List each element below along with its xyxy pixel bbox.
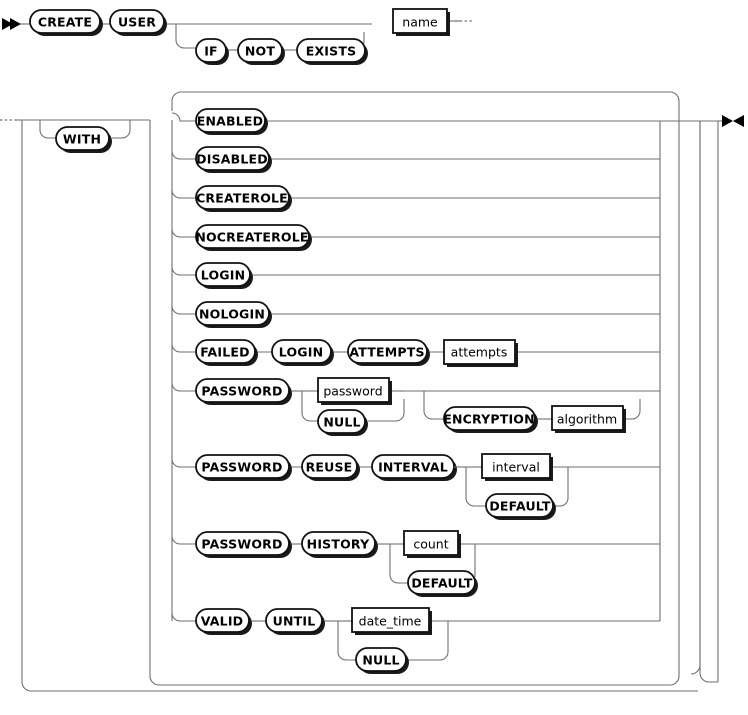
nonterminal-label: name	[402, 15, 438, 30]
terminal-label: DEFAULT	[489, 499, 551, 514]
nonterminal-label: password	[323, 384, 382, 399]
nonterminal-date-time[interactable]: date_time	[351, 607, 432, 635]
option-label: NOCREATEROLE	[195, 230, 308, 245]
terminal-label: ENCRYPTION	[443, 412, 535, 427]
nonterminal-attempts[interactable]: attempts	[443, 339, 518, 367]
terminal-label: NOT	[245, 44, 275, 59]
nonterminal-count[interactable]: count	[403, 530, 461, 558]
terminal-label: LOGIN	[279, 345, 324, 360]
nonterminal-label: interval	[492, 460, 540, 475]
terminal-valid[interactable]: VALID	[195, 608, 252, 635]
options-group-rails	[149, 91, 718, 686]
nonterminal-label: date_time	[359, 614, 422, 629]
terminal-label: VALID	[201, 614, 244, 629]
terminal-until[interactable]: UNTIL	[265, 608, 325, 635]
terminal-with[interactable]: WITH	[55, 126, 112, 153]
terminal-label: INTERVAL	[378, 460, 448, 475]
terminal-password-reuse[interactable]: PASSWORD	[195, 454, 292, 481]
return-rails	[690, 121, 719, 682]
terminal-if[interactable]: IF	[195, 38, 229, 65]
terminal-encryption[interactable]: ENCRYPTION	[443, 406, 538, 433]
option-row-enabled[interactable]: ENABLED	[171, 108, 660, 135]
option-row-password[interactable]: PASSWORD password NULL ENCRYPTION	[171, 377, 660, 436]
nonterminal-algorithm[interactable]: algorithm	[551, 405, 626, 433]
terminal-user[interactable]: USER	[109, 9, 167, 36]
terminal-history[interactable]: HISTORY	[301, 531, 378, 558]
option-row-failed-login-attempts[interactable]: FAILED LOGIN ATTEMPTS attempts	[171, 339, 660, 367]
nonterminal-label: count	[413, 537, 448, 552]
nonterminal-label: algorithm	[557, 412, 617, 427]
terminal-label: DEFAULT	[411, 576, 473, 591]
option-row-nocreaterole[interactable]: NOCREATEROLE	[171, 224, 660, 251]
option-row-password-history[interactable]: PASSWORD HISTORY count DEFAULT	[171, 530, 660, 597]
option-label: CREATEROLE	[196, 191, 288, 206]
terminal-attempts[interactable]: ATTEMPTS	[347, 339, 430, 366]
option-label: NOLOGIN	[199, 307, 265, 322]
option-label: LOGIN	[201, 268, 246, 283]
terminal-label: EXISTS	[306, 44, 357, 59]
option-row-createrole[interactable]: CREATEROLE	[171, 185, 660, 212]
terminal-password-history[interactable]: PASSWORD	[195, 531, 292, 558]
terminal-label: WITH	[63, 132, 101, 147]
terminal-failed[interactable]: FAILED	[195, 339, 258, 366]
terminal-label: PASSWORD	[201, 384, 282, 399]
terminal-label: IF	[204, 44, 218, 59]
terminal-label: FAILED	[200, 345, 250, 360]
terminal-label: UNTIL	[273, 614, 316, 629]
terminal-null-password[interactable]: NULL	[317, 409, 368, 436]
terminal-default-interval[interactable]: DEFAULT	[485, 493, 556, 520]
end-marker-icon	[718, 115, 744, 127]
terminal-create[interactable]: CREATE	[29, 9, 103, 36]
nonterminal-name[interactable]: name	[392, 8, 450, 36]
terminal-reuse[interactable]: REUSE	[301, 454, 360, 481]
terminal-null-valid[interactable]: NULL	[355, 647, 409, 674]
option-row-valid-until[interactable]: VALID UNTIL date_time NULL	[171, 607, 660, 674]
option-label: DISABLED	[196, 152, 268, 167]
terminal-label: ATTEMPTS	[349, 345, 424, 360]
terminal-exists[interactable]: EXISTS	[296, 38, 368, 65]
with-group-rails	[16, 119, 698, 692]
nonterminal-label: attempts	[451, 345, 508, 360]
start-marker-icon	[2, 18, 21, 30]
nonterminal-interval[interactable]: interval	[481, 453, 553, 481]
terminal-label: USER	[118, 15, 156, 30]
terminal-interval-kw[interactable]: INTERVAL	[371, 454, 457, 481]
terminal-label: NULL	[323, 415, 360, 430]
terminal-not[interactable]: NOT	[237, 38, 285, 65]
option-row-disabled[interactable]: DISABLED	[171, 146, 660, 173]
option-row-login[interactable]: LOGIN	[171, 262, 660, 289]
terminal-label: PASSWORD	[201, 460, 282, 475]
terminal-label: CREATE	[38, 15, 92, 30]
nonterminal-password[interactable]: password	[317, 377, 392, 405]
terminal-label: NULL	[362, 653, 399, 668]
terminal-label: REUSE	[306, 460, 353, 475]
option-row-password-reuse-interval[interactable]: PASSWORD REUSE INTERVAL interval DEFAULT	[171, 453, 660, 520]
option-row-nologin[interactable]: NOLOGIN	[171, 301, 660, 328]
terminal-login[interactable]: LOGIN	[271, 339, 334, 366]
terminal-default-history[interactable]: DEFAULT	[407, 570, 478, 597]
option-label: ENABLED	[197, 114, 263, 129]
terminal-label: HISTORY	[307, 537, 370, 552]
terminal-label: PASSWORD	[201, 537, 282, 552]
